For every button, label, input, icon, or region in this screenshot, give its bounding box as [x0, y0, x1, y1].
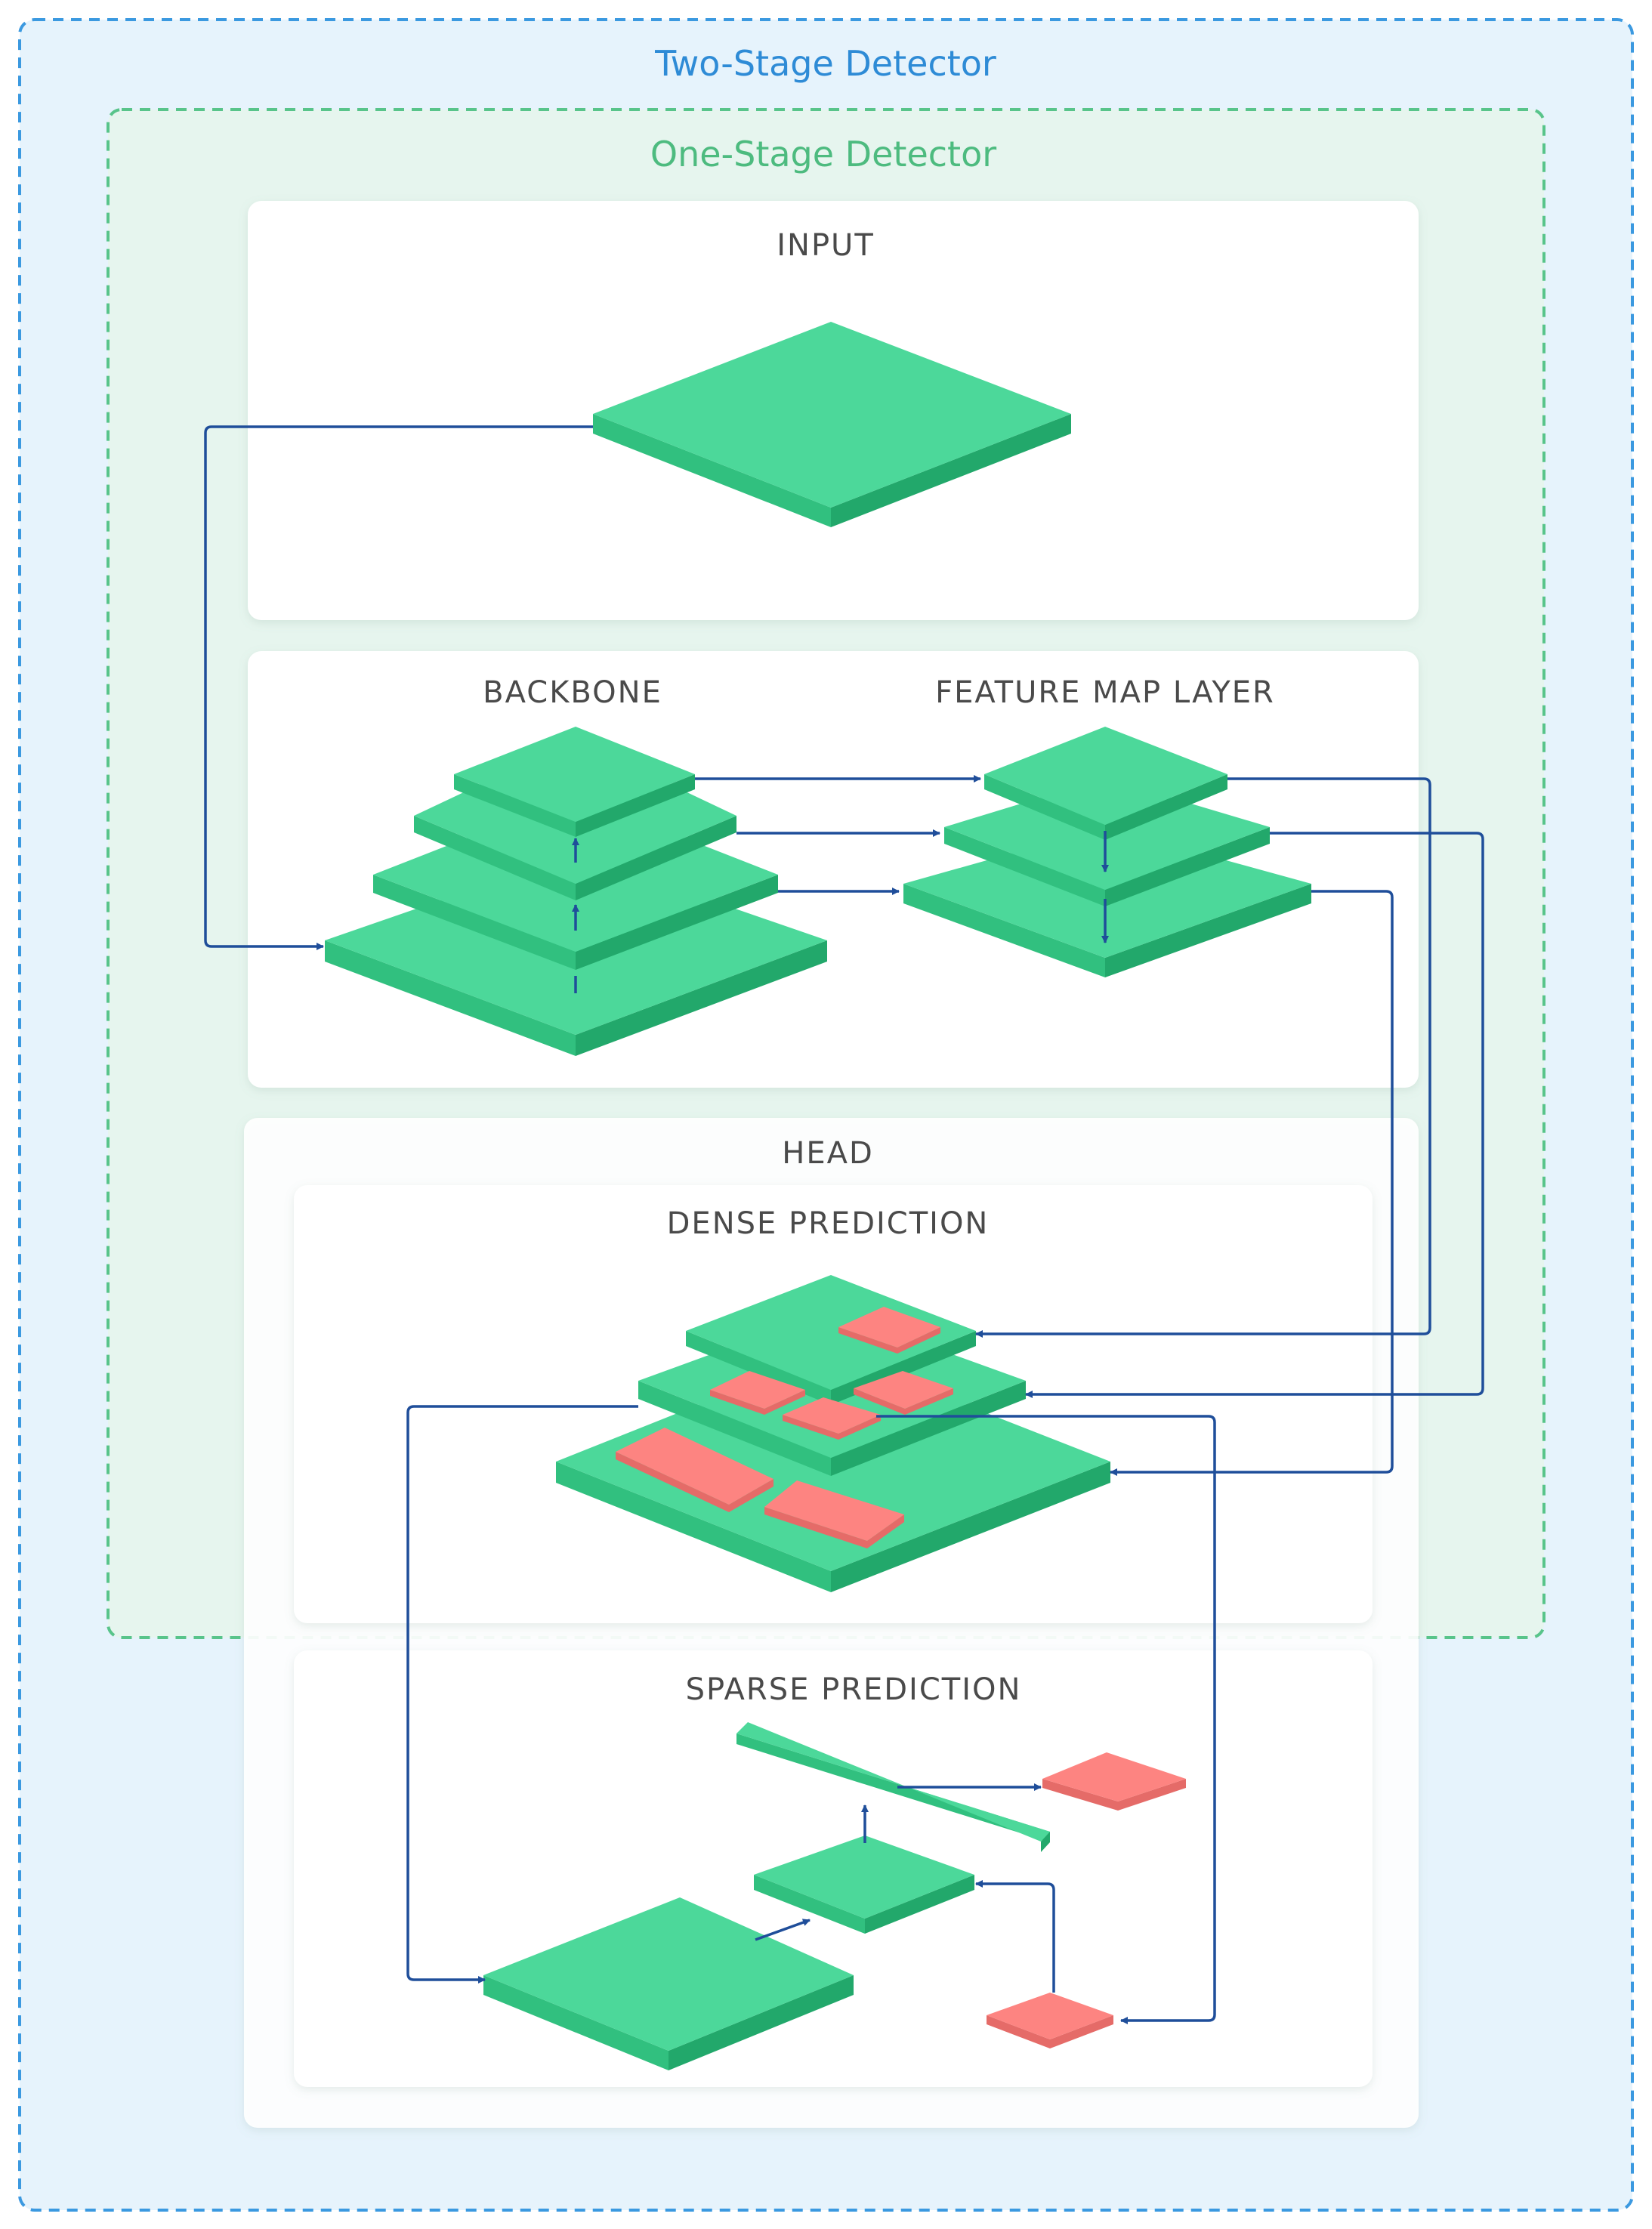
head-title: HEAD: [782, 1136, 874, 1171]
backbone-layer-1-right-face: [576, 774, 695, 837]
sparse-prediction-title: SPARSE PREDICTION: [686, 1672, 1022, 1707]
one-stage-detector-title: One-Stage Detector: [650, 134, 996, 174]
dense-map-2-left-face: [638, 1381, 831, 1476]
backbone-layer-4-right-face: [576, 940, 827, 1056]
arrow-dense-to-sparse-right: [876, 1415, 1216, 2024]
feature-map-layer-1-top-face: [984, 727, 1227, 825]
dense-prediction-title: DENSE PREDICTION: [667, 1206, 990, 1241]
input-image-block-top-face: [593, 322, 1071, 508]
dense-box-6-left-face: [764, 1507, 867, 1548]
sparse-fc-bar-top-face: [736, 1722, 1050, 1842]
feature-map-layer-1-right-face: [1105, 774, 1227, 840]
dense-box-6-top-face: [764, 1480, 904, 1541]
backbone-layer-4-left-face: [325, 940, 576, 1056]
arrow-feature-to-dense-3: [1110, 890, 1394, 1476]
sparse-roi-block-left-face: [754, 1875, 865, 1934]
input-panel-title: INPUT: [777, 228, 875, 263]
feature-map-layer-title: FEATURE MAP LAYER: [935, 675, 1275, 710]
backbone-title: BACKBONE: [483, 675, 662, 710]
arrow-sparse-map-to-roi: [755, 1919, 811, 1941]
sparse-anchor-box-top-face: [987, 1993, 1113, 2039]
sparse-roi-block-right-face: [865, 1875, 974, 1934]
input-image-block-right-face: [831, 414, 1071, 527]
dense-box-3-right-face: [764, 1390, 805, 1415]
two-stage-detector-title: Two-Stage Detector: [654, 43, 996, 84]
dense-box-3-top-face: [710, 1371, 805, 1409]
dense-box-5-left-face: [616, 1452, 729, 1512]
sparse-fc-bar-right-face: [1041, 1832, 1050, 1852]
dense-box-6-right-face: [867, 1514, 904, 1548]
sparse-roi-block-top-face: [754, 1835, 974, 1919]
arrow-feature-to-dense-2: [1025, 832, 1484, 1398]
input-image-block-left-face: [593, 414, 831, 527]
dense-box-4-right-face: [838, 1415, 881, 1440]
dense-box-1-left-face: [838, 1327, 897, 1354]
blocks-layer: [325, 322, 1311, 2070]
connectors-layer: [204, 425, 1484, 2024]
arrow-feature-to-dense-1: [975, 777, 1431, 1338]
dense-box-2-right-face: [905, 1388, 953, 1415]
feature-map-layer-3-left-face: [903, 884, 1105, 977]
dense-box-3-left-face: [710, 1390, 764, 1415]
sparse-feature-map-left-face: [483, 1975, 669, 2070]
dense-box-5-right-face: [729, 1479, 774, 1512]
sparse-anchor-box-left-face: [987, 2015, 1050, 2048]
dense-map-1-top-face: [686, 1275, 976, 1390]
sparse-output-box-left-face: [1042, 1779, 1118, 1811]
arrow-input-to-backbone: [204, 425, 593, 950]
feature-map-layer-1-left-face: [984, 774, 1105, 840]
feature-map-layer-2-left-face: [944, 827, 1105, 906]
dense-box-5-top-face: [616, 1428, 774, 1505]
backbone-layer-1-left-face: [454, 774, 576, 837]
sparse-feature-map-top-face: [483, 1897, 854, 2051]
arrow-anchor-to-roi: [975, 1880, 1055, 1993]
backbone-layer-2-left-face: [414, 816, 576, 900]
sparse-anchor-box-right-face: [1050, 2015, 1113, 2048]
dense-map-3-right-face: [831, 1462, 1110, 1592]
dense-map-2-right-face: [831, 1381, 1026, 1476]
dense-box-2-top-face: [854, 1371, 953, 1409]
dense-map-3-left-face: [556, 1462, 831, 1592]
arrow-dense-to-sparse-left: [406, 1405, 638, 1984]
backbone-layer-3-left-face: [373, 875, 576, 970]
sparse-output-box-top-face: [1042, 1752, 1186, 1801]
backbone-layer-1-top-face: [454, 727, 695, 822]
dense-box-2-left-face: [854, 1388, 905, 1415]
backbone-layer-3-right-face: [576, 875, 778, 970]
dense-box-1-right-face: [897, 1327, 940, 1354]
dense-box-4-top-face: [783, 1397, 881, 1434]
feature-map-layer-2-right-face: [1105, 827, 1270, 906]
sparse-feature-map-right-face: [669, 1975, 854, 2070]
sparse-fc-bar-left-face: [736, 1733, 1050, 1842]
feature-map-layer-3-right-face: [1105, 884, 1311, 977]
sparse-output-box-right-face: [1118, 1779, 1186, 1811]
dense-box-4-left-face: [783, 1415, 838, 1440]
dense-box-1-top-face: [838, 1307, 940, 1348]
backbone-layer-2-right-face: [576, 816, 736, 900]
